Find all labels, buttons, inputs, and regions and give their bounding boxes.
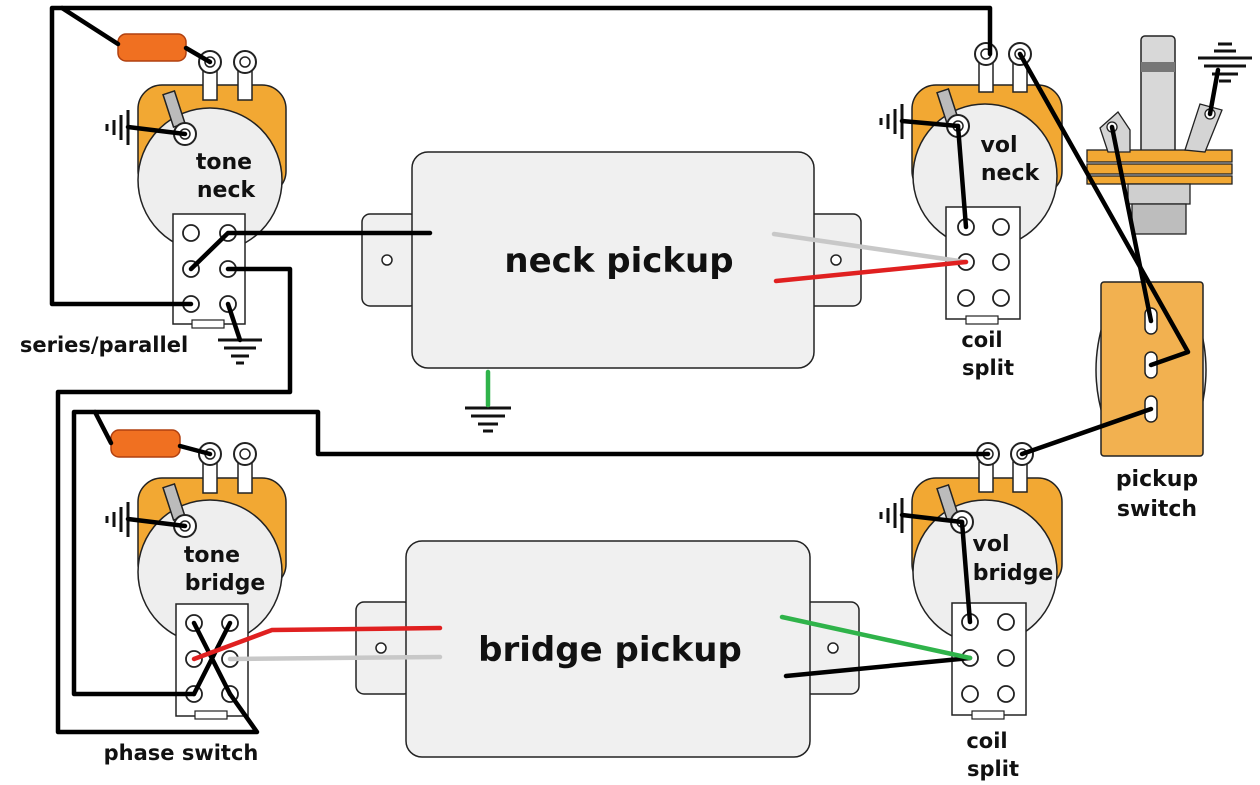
tone-bridge-label-2: bridge — [185, 571, 266, 596]
coil-split-bridge-switch — [951, 602, 1027, 720]
vol-bridge-label-2: bridge — [973, 561, 1054, 586]
tone-neck-capacitor — [117, 33, 187, 62]
tone-neck-pot — [137, 50, 287, 253]
series-parallel-label: series/parallel — [20, 333, 188, 357]
vol-neck-label-2: neck — [981, 161, 1041, 186]
neck-pickup-body — [411, 151, 815, 369]
coil-split-neck-switch — [945, 206, 1021, 325]
bridge-pickup-body — [405, 540, 811, 758]
bridge-pickup-right-screw — [827, 642, 839, 654]
phase-switch-label: phase switch — [104, 741, 259, 765]
pickup-switch — [1095, 281, 1207, 457]
coil-split-neck-label-1: coil — [961, 328, 1002, 352]
bridge-pickup-label: bridge pickup — [478, 630, 742, 670]
vol-bridge-label-1: vol — [973, 532, 1010, 557]
ground-icon — [105, 42, 1252, 537]
neck-pickup-label: neck pickup — [504, 241, 733, 281]
pickup-switch-label-2: switch — [1117, 497, 1197, 522]
tone-neck-label-1: tone — [196, 150, 252, 175]
tone-bridge-label-1: tone — [184, 543, 240, 568]
coil-split-bridge-label-2: split — [967, 757, 1019, 781]
pickup-switch-label-1: pickup — [1116, 467, 1198, 492]
coil-split-neck-label-2: split — [962, 356, 1014, 380]
wires-colored — [191, 231, 973, 662]
neck-pickup-right-screw — [830, 254, 842, 266]
tone-neck-label-2: neck — [197, 178, 257, 203]
wires-black — [49, 5, 1221, 735]
vol-neck-label-1: vol — [981, 133, 1018, 158]
neck-pickup-left-screw — [381, 254, 393, 266]
coil-split-bridge-label-1: coil — [966, 729, 1007, 753]
neck-pickup — [361, 151, 862, 369]
tone-bridge-capacitor — [110, 429, 181, 458]
bridge-pickup-left-screw — [375, 642, 387, 654]
